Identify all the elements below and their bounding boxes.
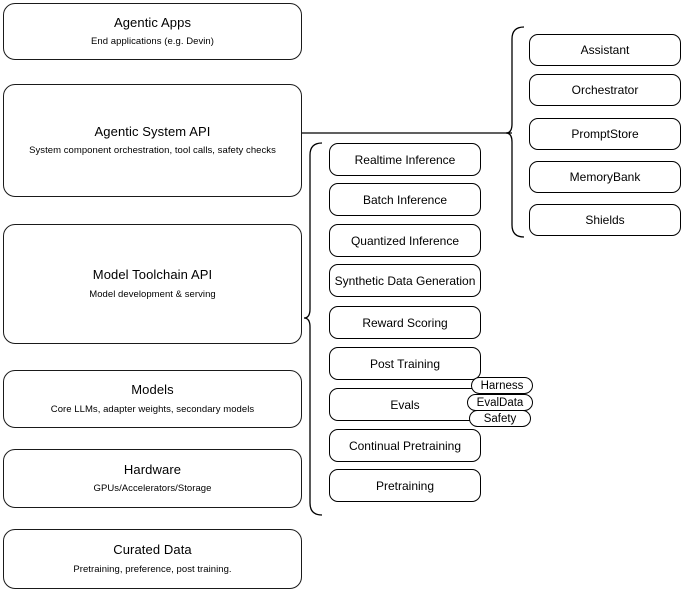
toolchain-components-brace — [303, 142, 323, 516]
layer-agentic-apps[interactable]: Agentic Apps End applications (e.g. Devi… — [3, 3, 302, 60]
system-item-orchestrator[interactable]: Orchestrator — [529, 74, 681, 106]
toolchain-item-batch-inference[interactable]: Batch Inference — [329, 183, 481, 216]
toolchain-item-quantized-inference[interactable]: Quantized Inference — [329, 224, 481, 257]
layer-model-toolchain-api[interactable]: Model Toolchain API Model development & … — [3, 224, 302, 344]
layer-title: Models — [131, 382, 174, 398]
toolchain-item-continual-pretraining[interactable]: Continual Pretraining — [329, 429, 481, 462]
system-item-promptstore[interactable]: PromptStore — [529, 118, 681, 150]
evals-tag-safety[interactable]: Safety — [469, 410, 531, 427]
layer-title: Curated Data — [113, 542, 192, 558]
layer-subtitle: End applications (e.g. Devin) — [91, 36, 214, 48]
layer-models[interactable]: Models Core LLMs, adapter weights, secon… — [3, 370, 302, 428]
toolchain-item-evals[interactable]: Evals — [329, 388, 481, 421]
layer-title: Hardware — [123, 461, 182, 477]
system-item-memorybank[interactable]: MemoryBank — [529, 161, 681, 193]
toolchain-item-realtime-inference[interactable]: Realtime Inference — [329, 143, 481, 176]
toolchain-item-synthetic-data-generation[interactable]: Synthetic Data Generation — [329, 264, 481, 297]
system-item-assistant[interactable]: Assistant — [529, 34, 681, 66]
layer-subtitle: Model development & serving — [89, 288, 216, 300]
layer-title: Agentic Apps — [113, 14, 192, 30]
layer-title: Model Toolchain API — [92, 267, 213, 283]
layer-title: Agentic System API — [94, 123, 211, 139]
evals-tag-harness[interactable]: Harness — [471, 377, 533, 394]
evals-tag-evaldata[interactable]: EvalData — [467, 394, 533, 411]
layer-subtitle: GPUs/Accelerators/Storage — [93, 483, 212, 495]
layer-subtitle: System component orchestration, tool cal… — [29, 145, 276, 157]
layer-hardware[interactable]: Hardware GPUs/Accelerators/Storage — [3, 449, 302, 508]
toolchain-item-post-training[interactable]: Post Training — [329, 347, 481, 380]
toolchain-item-pretraining[interactable]: Pretraining — [329, 469, 481, 502]
system-item-shields[interactable]: Shields — [529, 204, 681, 236]
layer-agentic-system-api[interactable]: Agentic System API System component orch… — [3, 84, 302, 197]
layer-subtitle: Pretraining, preference, post training. — [73, 563, 232, 575]
toolchain-item-reward-scoring[interactable]: Reward Scoring — [329, 306, 481, 339]
layer-curated-data[interactable]: Curated Data Pretraining, preference, po… — [3, 529, 302, 589]
system-components-brace — [505, 26, 525, 238]
layer-subtitle: Core LLMs, adapter weights, secondary mo… — [50, 403, 255, 415]
